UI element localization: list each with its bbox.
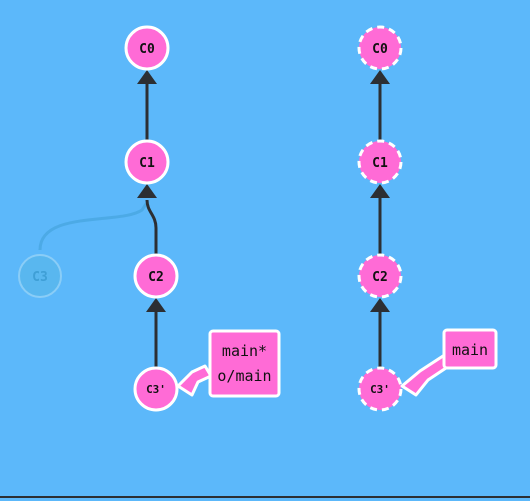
remote-arrowhead-c1	[370, 184, 390, 198]
local-commit-c1-label: C1	[139, 156, 155, 171]
remote-commit-c2-label: C2	[372, 270, 388, 285]
ghost-edge-c3-to-c1	[38, 203, 148, 251]
remote-commit-c1-label: C1	[372, 156, 388, 171]
edge-c2-to-c1	[145, 199, 158, 255]
remote-commit-c2[interactable]: C2	[357, 253, 403, 299]
bottom-divider	[0, 496, 530, 498]
ghost-commit-c3[interactable]: C3	[18, 254, 62, 298]
remote-branch-label-main: main	[452, 341, 488, 359]
remote-commit-c3-prime[interactable]: C3'	[357, 366, 403, 412]
ghost-commit-c3-label: C3	[32, 270, 48, 285]
remote-commit-c0-label: C0	[372, 42, 388, 57]
remote-arrowhead-c0	[370, 70, 390, 84]
remote-commit-c0[interactable]: C0	[357, 25, 403, 71]
local-commit-c3-prime[interactable]: C3'	[133, 366, 179, 412]
remote-branch-label-pointer	[400, 354, 451, 397]
local-commit-c0[interactable]: C0	[124, 25, 170, 71]
local-branch-label[interactable]: main* o/main	[176, 329, 281, 398]
local-commit-c2[interactable]: C2	[133, 253, 179, 299]
remote-arrowhead-c2	[370, 298, 390, 312]
arrowhead-c1	[137, 184, 157, 198]
local-repo-tree: C3 C0 C1 C2 C3' main	[18, 25, 281, 412]
local-commit-c0-label: C0	[139, 42, 155, 57]
local-branch-label-pointer	[176, 364, 213, 397]
remote-commit-c3-prime-label: C3'	[370, 383, 390, 396]
arrowhead-c2	[146, 298, 166, 312]
local-commit-c1[interactable]: C1	[124, 139, 170, 185]
local-branch-label-main: main*	[222, 342, 267, 360]
remote-repo-tree: C0 C1 C2 C3' main	[357, 25, 498, 412]
local-branch-label-origin-main: o/main	[217, 367, 271, 385]
remote-commit-c1[interactable]: C1	[357, 139, 403, 185]
local-commit-c3-prime-label: C3'	[146, 383, 166, 396]
arrowhead-c0	[137, 70, 157, 84]
remote-branch-label[interactable]: main	[400, 328, 498, 397]
local-commit-c2-label: C2	[148, 270, 164, 285]
